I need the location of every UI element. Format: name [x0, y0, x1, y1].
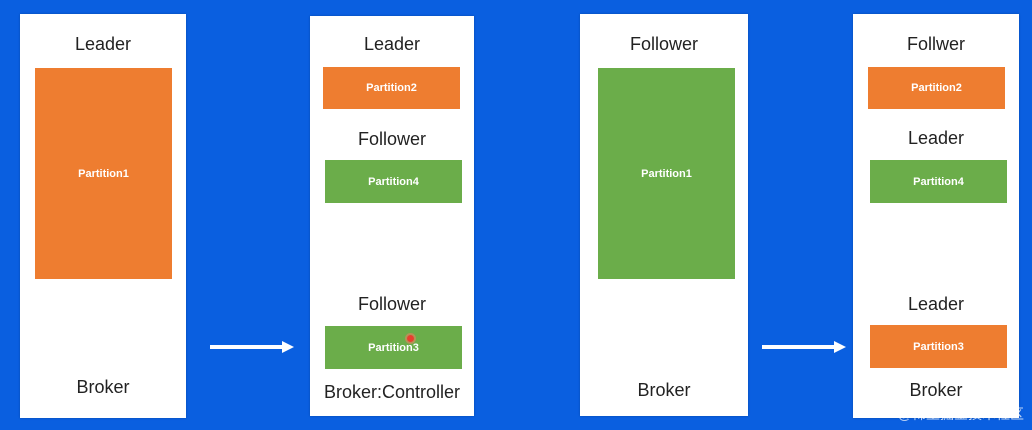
broker-label: Broker — [637, 380, 691, 400]
cursor-marker-icon — [407, 335, 414, 342]
role-label: Follower — [357, 129, 427, 149]
role-label: Leader — [74, 34, 132, 54]
arrow-right-icon — [762, 341, 846, 353]
partition-box: Partition4 — [325, 160, 462, 203]
broker-panel-1: Leader Partition1 Broker — [20, 14, 186, 418]
broker-label: Broker — [76, 377, 130, 397]
partition-box: Partition1 — [35, 68, 172, 279]
broker-panel-3: Follower Partition1 Broker — [580, 14, 748, 416]
role-label: Leader — [907, 128, 965, 148]
role-label: Follwer — [906, 34, 965, 54]
role-label: Follower — [357, 294, 427, 314]
broker-panel-4: Follwer Partition2 Leader Partition4 Lea… — [853, 14, 1019, 418]
broker-label: Broker:Controller — [323, 382, 461, 402]
watermark: @稀土掘金技术社区 — [897, 406, 1024, 422]
role-label: Leader — [363, 34, 421, 54]
broker-label: Broker — [909, 380, 963, 400]
partition-box: Partition1 — [598, 68, 735, 279]
partition-box: Partition3 — [325, 326, 462, 369]
broker-panel-2: Leader Partition2 Follower Partition4 Fo… — [310, 16, 474, 416]
arrow-right-icon — [210, 341, 294, 353]
role-label: Leader — [907, 294, 965, 314]
partition-box: Partition2 — [868, 67, 1005, 109]
partition-box: Partition3 — [870, 325, 1007, 368]
partition-box: Partition4 — [870, 160, 1007, 203]
role-label: Follower — [629, 34, 699, 54]
partition-box: Partition2 — [323, 67, 460, 109]
